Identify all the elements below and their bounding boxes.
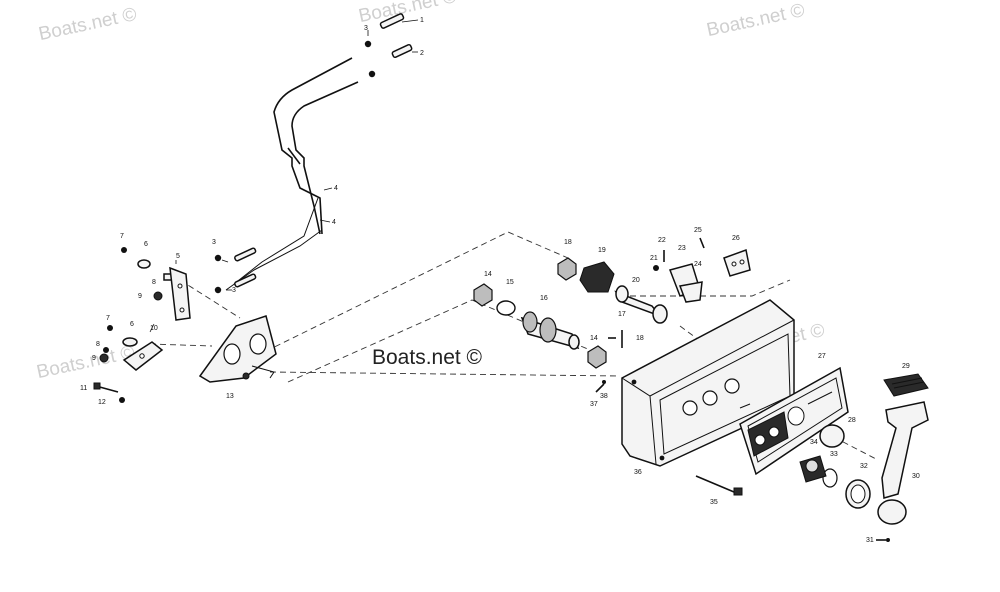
callout-leaders	[149, 19, 419, 333]
callout-5: 5	[176, 253, 180, 260]
callout-17: 17	[618, 311, 626, 318]
callout-22: 22	[658, 237, 666, 244]
callout-21: 21	[650, 255, 658, 262]
callout-20: 20	[632, 277, 640, 284]
callout-29: 29	[902, 363, 910, 370]
bracket-assembly-upper	[121, 247, 191, 321]
callout-14b: 14	[590, 335, 598, 342]
screw-and-nut	[93, 382, 125, 403]
guide-line-plate-left	[179, 279, 241, 319]
callout-2: 2	[420, 50, 424, 57]
small-pins	[595, 330, 623, 393]
callout-15: 15	[506, 279, 514, 286]
callout-4b: 4	[332, 219, 336, 226]
callout-numbers: 1 2 3 3 3 4 4 5 6 6 7 7 8 8 9 9 10 11 12…	[80, 17, 920, 544]
callout-27: 27	[818, 353, 826, 360]
nut-washer-set	[473, 283, 607, 369]
callout-24: 24	[694, 261, 702, 268]
callout-6: 6	[144, 241, 148, 248]
watermark-center: Boats.net ©	[372, 346, 483, 369]
cable-end-fittings	[214, 13, 413, 294]
callout-33: 33	[830, 451, 838, 458]
callout-4: 4	[334, 185, 338, 192]
callout-18: 18	[636, 335, 644, 342]
callout-26: 26	[732, 235, 740, 242]
callout-28: 28	[848, 417, 856, 424]
callout-3b: 3	[212, 239, 216, 246]
bracket-assembly-lower	[99, 325, 164, 371]
callout-14: 14	[484, 271, 492, 278]
callout-30: 30	[912, 473, 920, 480]
callout-13: 13	[226, 393, 234, 400]
callout-23: 23	[678, 245, 686, 252]
name-plate	[739, 366, 849, 476]
callout-6b: 6	[130, 321, 134, 328]
control-shaft	[520, 311, 580, 350]
callout-19: 19	[598, 247, 606, 254]
callout-34: 34	[810, 439, 818, 446]
callout-9b: 9	[92, 355, 96, 362]
callout-3: 3	[364, 25, 368, 32]
callout-3c: 3	[232, 287, 236, 294]
switch-bracket	[653, 237, 751, 303]
callout-8b: 8	[96, 341, 100, 348]
guide-line-shaft	[287, 299, 591, 383]
housing-screw	[695, 475, 743, 496]
mounting-plate	[198, 315, 277, 383]
guide-line-cables	[247, 231, 569, 361]
callout-25: 25	[694, 227, 702, 234]
hub-and-cam	[557, 257, 668, 324]
callout-9: 9	[138, 293, 142, 300]
lever-bushings	[799, 455, 871, 509]
cover-button	[819, 424, 845, 448]
callout-11: 11	[80, 385, 87, 392]
guide-line-lower	[269, 371, 621, 377]
guide-line-bracket	[149, 343, 213, 347]
callout-8: 8	[152, 279, 156, 286]
callout-18b: 18	[564, 239, 572, 246]
control-box-housing	[621, 299, 795, 467]
callout-7: 7	[120, 233, 124, 240]
callout-32: 32	[860, 463, 868, 470]
callout-16: 16	[540, 295, 548, 302]
callout-36: 36	[634, 469, 642, 476]
lever-handle-pad	[883, 373, 929, 397]
callout-1: 1	[420, 17, 424, 24]
callout-35: 35	[710, 499, 718, 506]
guide-line-right-plate	[620, 279, 791, 297]
callout-7b: 7	[106, 315, 110, 322]
callout-37: 37	[590, 401, 598, 408]
callout-10: 10	[150, 325, 158, 332]
callout-12: 12	[98, 399, 106, 406]
control-lever-arm	[877, 401, 929, 525]
callout-38: 38	[600, 393, 608, 400]
callout-31: 31	[866, 537, 874, 544]
